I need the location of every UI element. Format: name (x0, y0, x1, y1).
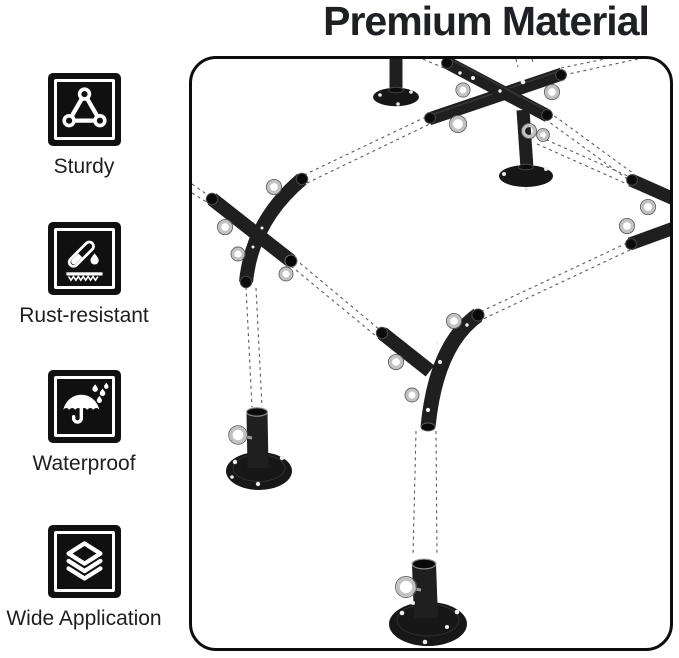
feature-label: Wide Application (6, 607, 162, 630)
eye-bolt-icon (387, 312, 463, 403)
umbrella-rain-icon (62, 382, 109, 424)
feature-wide-application: Wide Application (0, 525, 168, 631)
feature-sturdy: Sturdy (0, 73, 168, 179)
eye-bolt-icon (618, 198, 657, 235)
product-illustration (192, 59, 670, 646)
feature-icon-box (47, 222, 121, 295)
feature-label: Rust-resistant (19, 304, 149, 327)
base-plate-left (226, 407, 292, 490)
feature-icon-box (47, 525, 121, 598)
illustration-frame (189, 56, 673, 651)
corner-fitting-left (205, 172, 309, 289)
base-plate-bottom (389, 558, 467, 646)
feature-rust-resistant: Rust-resistant (0, 222, 168, 328)
eye-bolt-icon (216, 178, 294, 282)
feature-icon-box (47, 370, 121, 443)
feature-icon-box (47, 73, 121, 146)
feature-label: Sturdy (53, 155, 115, 178)
eye-bolt-icon (448, 82, 561, 142)
triangle-nodes-icon (61, 87, 107, 128)
dashed-assembly-lines (192, 59, 641, 557)
corrosion-test-tube-icon (65, 240, 103, 282)
three-way-fitting (375, 308, 485, 432)
base-plate-top (373, 59, 419, 107)
corner-fitting-right (618, 174, 670, 251)
feature-waterproof: Waterproof (0, 370, 168, 476)
stacked-layers-icon (65, 541, 103, 581)
feature-label: Waterproof (32, 452, 136, 475)
page-title: Premium Material (323, 0, 650, 44)
eye-bolt-icon (228, 425, 248, 445)
cross-fitting (424, 59, 567, 191)
eye-bolt-icon (395, 576, 417, 598)
